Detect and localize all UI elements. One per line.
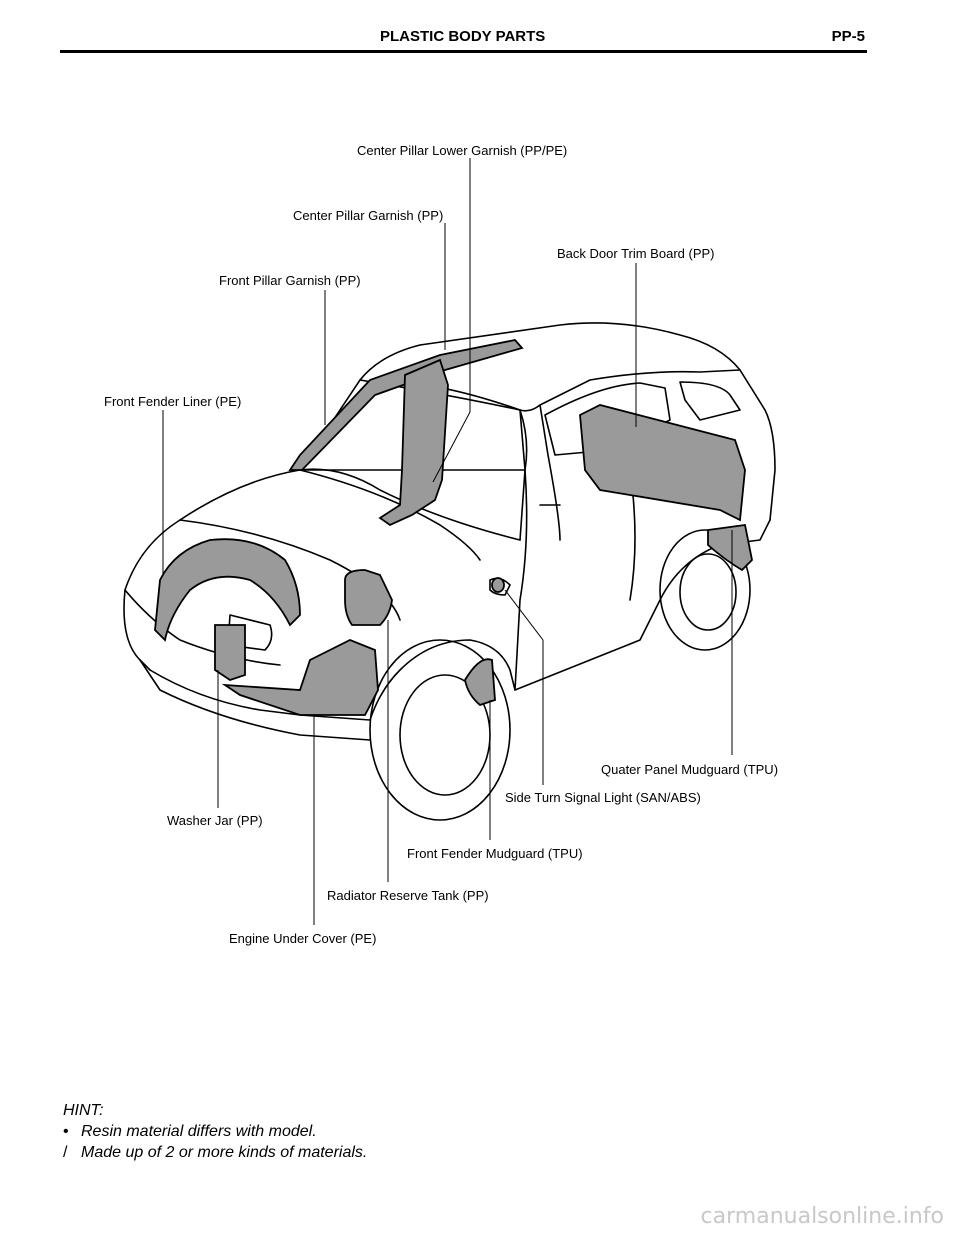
label-center-pillar-garnish: Center Pillar Garnish (PP) — [293, 208, 444, 223]
hint-title: HINT: — [63, 1102, 104, 1119]
hint-item: • Resin material differs with model. — [63, 1121, 367, 1142]
label-engine-under-cover: Engine Under Cover (PE) — [229, 931, 377, 946]
label-front-fender-mudguard: Front Fender Mudguard (TPU) — [407, 846, 583, 861]
label-front-pillar-garnish: Front Pillar Garnish (PP) — [219, 273, 361, 288]
slash-icon: / — [63, 1144, 68, 1161]
watermark: carmanualsonline.info — [700, 1204, 944, 1229]
page-title: PLASTIC BODY PARTS — [380, 28, 546, 45]
label-side-turn-signal-light: Side Turn Signal Light (SAN/ABS) — [505, 790, 701, 805]
plastic-parts — [154, 339, 753, 716]
hint-block: HINT: • Resin material differs with mode… — [63, 1100, 367, 1163]
hint-item-text: Made up of 2 or more kinds of materials. — [81, 1144, 368, 1161]
label-washer-jar: Washer Jar (PP) — [167, 813, 263, 828]
side-turn-signal-part — [491, 577, 505, 593]
center-pillar-garnish-part — [378, 358, 449, 527]
label-front-fender-liner: Front Fender Liner (PE) — [104, 394, 242, 409]
hint-item-text: Resin material differs with model. — [81, 1123, 317, 1140]
radiator-reserve-tank-part — [344, 569, 393, 626]
leader-side-turn-signal-a — [504, 589, 544, 641]
back-door-trim-board-part — [579, 404, 746, 522]
header-rule — [60, 50, 867, 53]
engine-under-cover-part — [221, 639, 379, 716]
leader-lines — [162, 158, 733, 925]
washer-jar-part — [214, 624, 246, 681]
front-pillar-garnish-part — [288, 339, 524, 471]
bullet-icon: • — [63, 1123, 69, 1140]
label-center-pillar-lower-garnish: Center Pillar Lower Garnish (PP/PE) — [357, 143, 568, 158]
leader-center-pillar-lower-tail — [432, 411, 471, 483]
label-radiator-reserve-tank: Radiator Reserve Tank (PP) — [327, 888, 489, 903]
front-fender-liner-part — [154, 538, 301, 642]
label-quater-panel-mudguard: Quater Panel Mudguard (TPU) — [601, 762, 779, 777]
hint-item: / Made up of 2 or more kinds of material… — [63, 1142, 367, 1163]
label-back-door-trim-board: Back Door Trim Board (PP) — [557, 246, 715, 261]
front-fender-mudguard-part — [464, 658, 496, 707]
page-number: PP-5 — [831, 28, 865, 45]
quarter-panel-mudguard-part — [707, 523, 753, 572]
